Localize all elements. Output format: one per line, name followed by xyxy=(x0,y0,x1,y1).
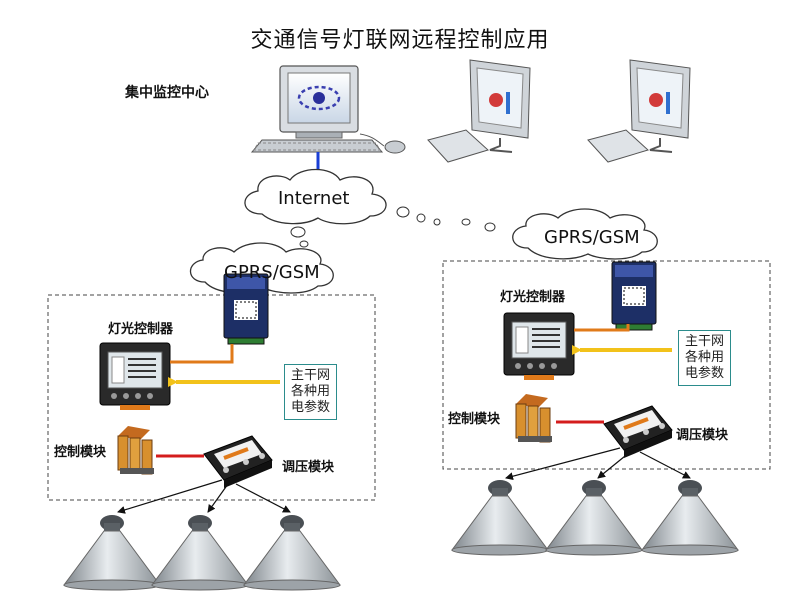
right-note-box: 主干网 各种用 电参数 xyxy=(678,330,732,386)
gprs-left-label: GPRS/GSM xyxy=(224,262,320,283)
light-controller-icon xyxy=(503,312,575,380)
left-dimmer-module-label: 调压模块 xyxy=(282,460,335,475)
left-controller-label: 灯光控制器 xyxy=(108,322,174,337)
left-site-boundary xyxy=(47,294,376,501)
right-site-boundary xyxy=(442,260,771,470)
gprs-right-label: GPRS/GSM xyxy=(544,227,640,248)
internet-cloud-icon xyxy=(244,168,387,225)
lamp-feed-lines xyxy=(117,479,291,514)
right-controller-label: 灯光控制器 xyxy=(500,290,566,305)
voltage-regulator-icon xyxy=(603,405,673,458)
lamp-feed-lines xyxy=(505,447,691,481)
workstation-icon xyxy=(587,59,691,163)
left-control-module-label: 控制模块 xyxy=(54,445,107,460)
highbay-lamp-icon xyxy=(545,480,643,556)
relay-module-icon xyxy=(117,426,154,475)
cloud-trail xyxy=(290,206,496,248)
page-title: 交通信号灯联网远程控制应用 xyxy=(250,28,550,53)
gprs-dtu-icon xyxy=(611,261,657,331)
right-control-module-label: 控制模块 xyxy=(448,412,501,427)
highbay-lamp-icon xyxy=(641,480,739,556)
gprs-cloud-right-icon xyxy=(512,208,658,260)
internet-label: Internet xyxy=(278,188,350,209)
highbay-lamp-icon xyxy=(243,515,341,591)
highbay-lamp-icon xyxy=(151,515,249,591)
right-dimmer-module-label: 调压模块 xyxy=(676,428,729,443)
rs485-link xyxy=(170,344,234,364)
main-computer-icon xyxy=(250,65,406,154)
rs485-link xyxy=(574,324,630,332)
voltage-regulator-icon xyxy=(203,435,273,488)
highbay-lamp-icon xyxy=(63,515,161,591)
relay-module-icon xyxy=(515,394,552,443)
highbay-lamp-icon xyxy=(451,480,549,556)
monitoring-center-label: 集中监控中心 xyxy=(125,85,209,101)
workstation-icon xyxy=(427,59,531,163)
gprs-dtu-icon xyxy=(223,273,269,345)
left-note-box: 主干网 各种用 电参数 xyxy=(284,364,338,420)
light-controller-icon xyxy=(99,342,171,410)
